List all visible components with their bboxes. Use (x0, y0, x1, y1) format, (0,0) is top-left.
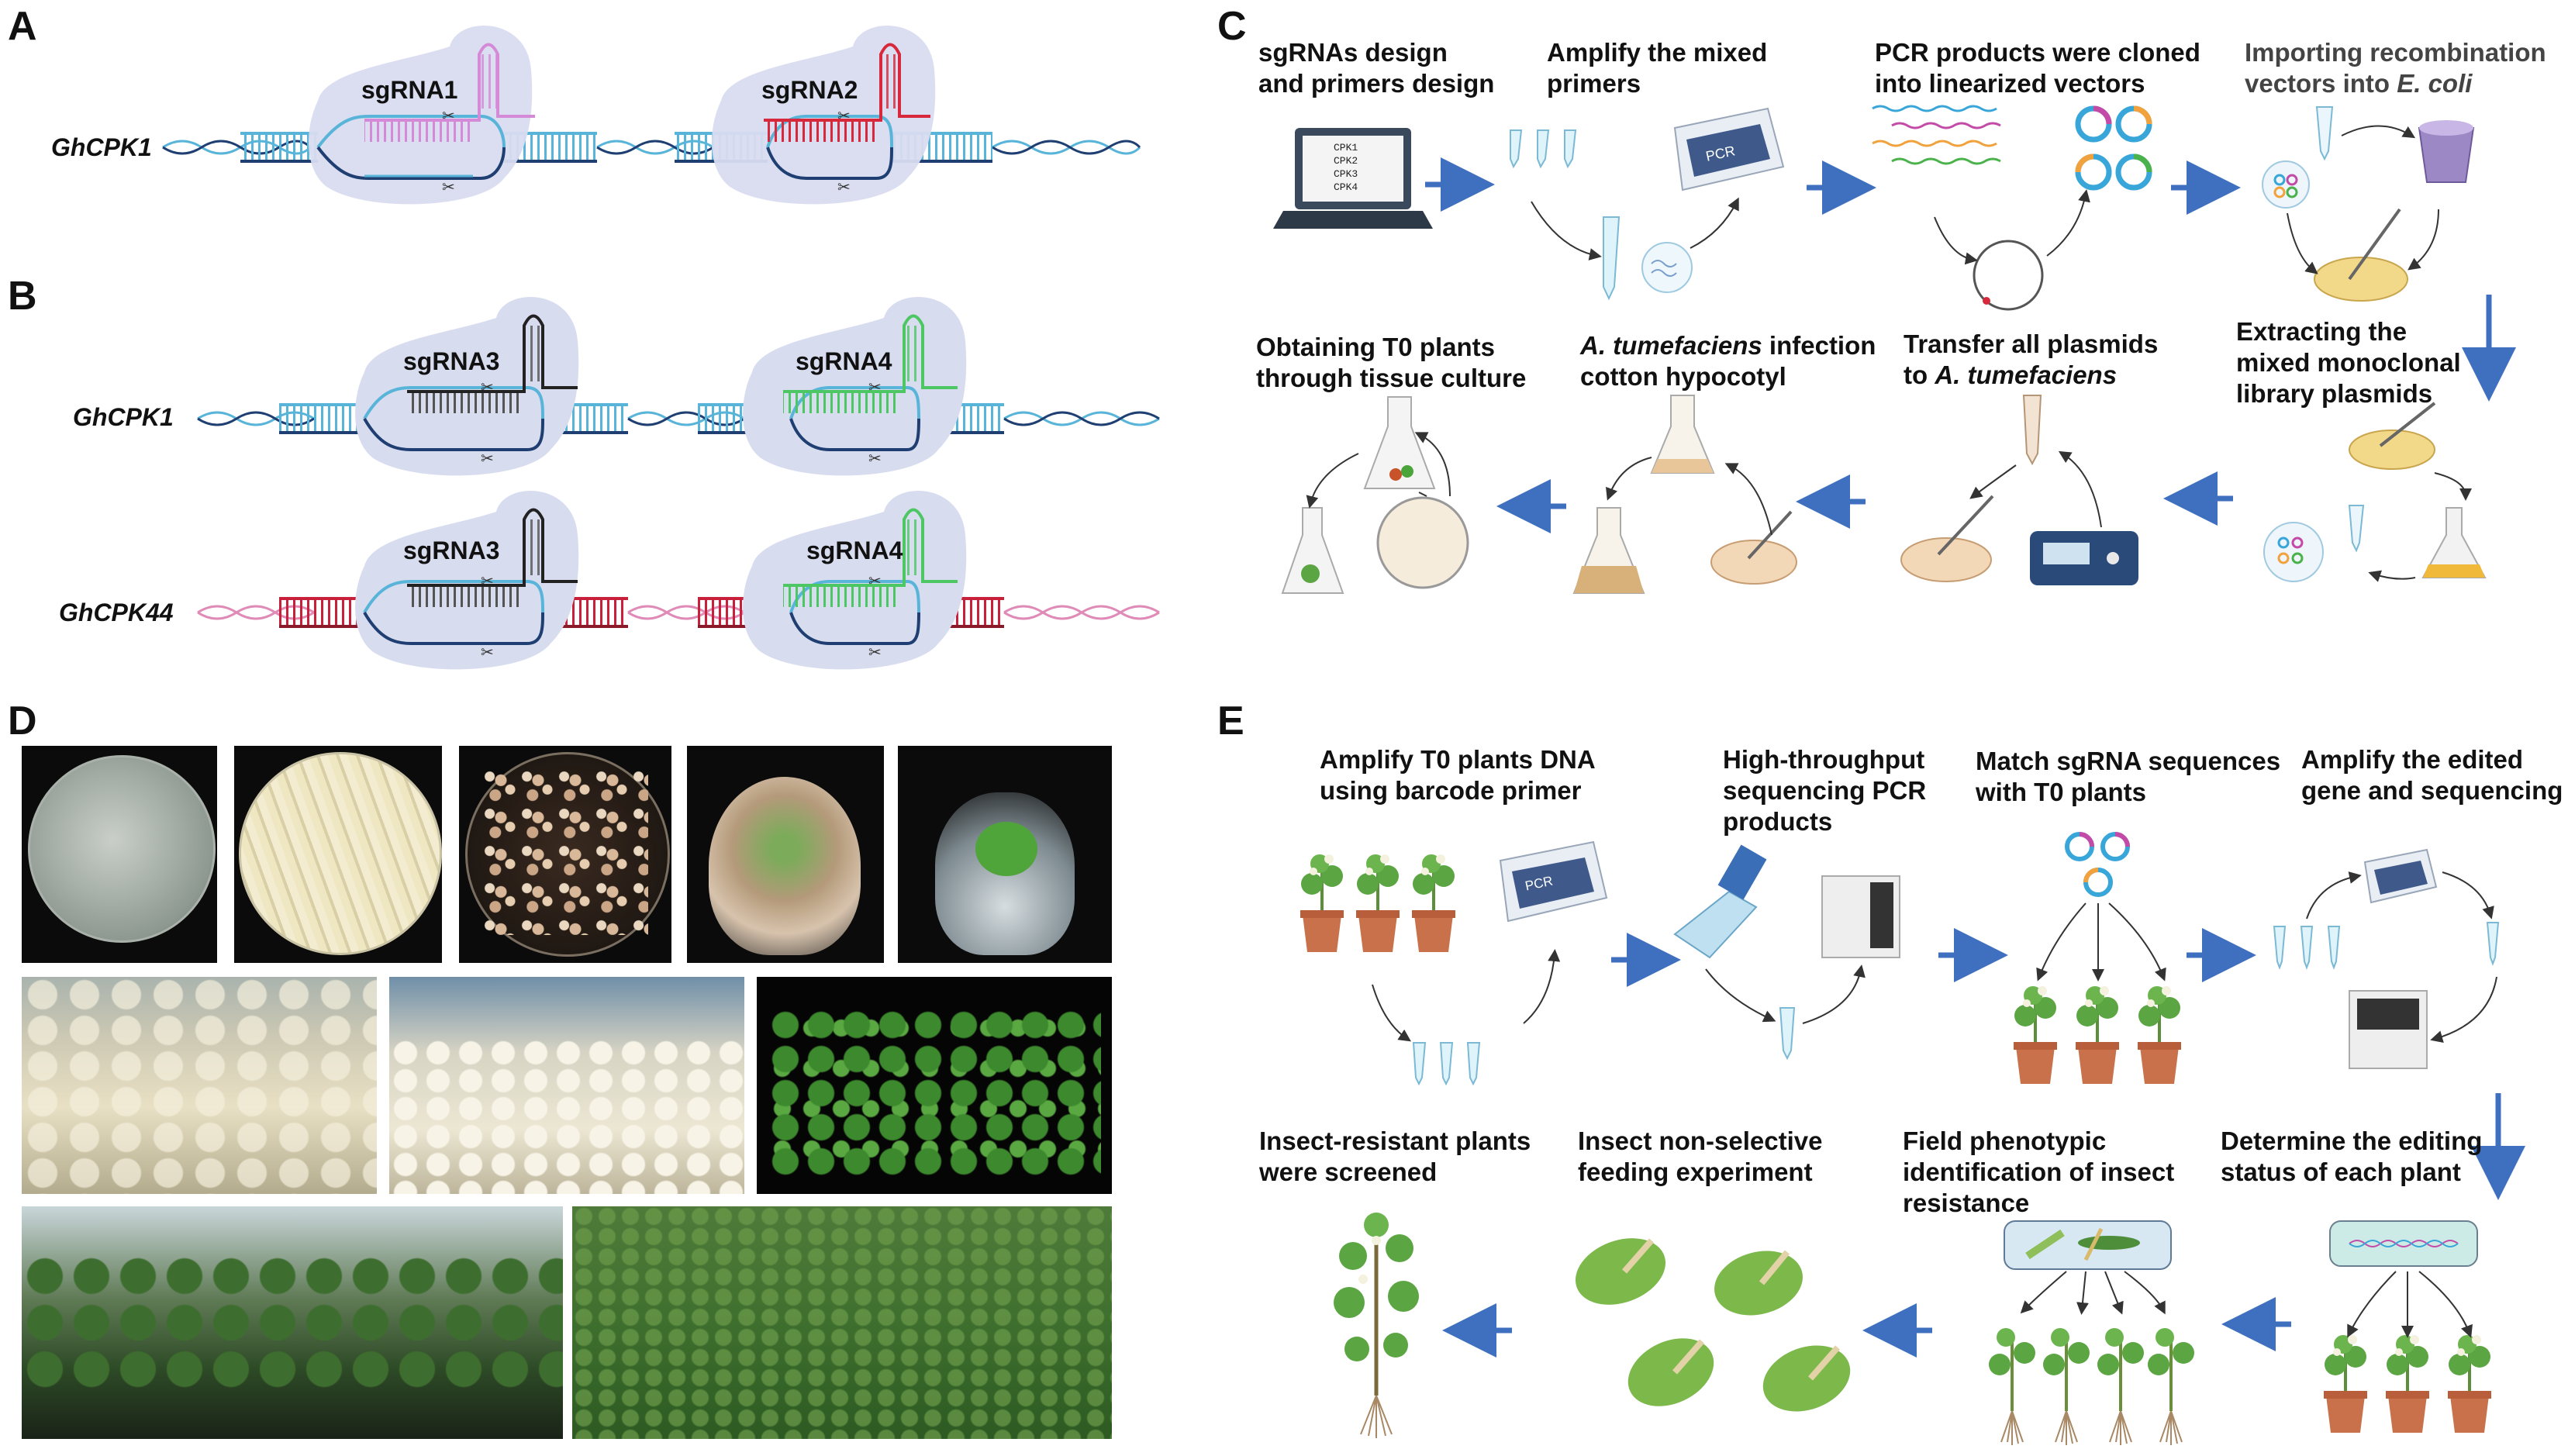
gene-label-cpk1-b: GhCPK1 (73, 403, 174, 431)
gene-label-cpk44-b: GhCPK44 (59, 599, 174, 626)
sgrna3-top-label: sgRNA3 (403, 347, 500, 375)
photo-culture-room-1 (22, 977, 377, 1194)
amplify-seq-icons (2273, 848, 2500, 1069)
step-e4-label: Amplify the edited gene and sequencing (2301, 745, 2563, 805)
sgrna4-top-label: sgRNA4 (796, 347, 892, 375)
step-c1-label: sgRNAs design and primers design (1258, 38, 1495, 98)
photo-potted-plantlets (757, 977, 1112, 1194)
svg-text:✂: ✂ (868, 379, 882, 396)
photo-colony-plate (22, 746, 217, 963)
photo-callus-plate (459, 746, 671, 963)
field-identification-icons (2004, 1220, 2172, 1270)
panel-letter-c: C (1217, 4, 1247, 49)
photo-cotton-field (572, 1206, 1112, 1439)
pcr-product-strands (1872, 105, 2044, 311)
step-c7-label: A. tumefaciens infection cotton hypocoty… (1580, 331, 1876, 391)
step-c3-label: PCR products were cloned into linearized… (1875, 38, 2200, 98)
svg-text:✂: ✂ (868, 573, 882, 590)
svg-text:✂: ✂ (837, 179, 851, 196)
extraction-icons (2263, 402, 2487, 582)
panel-letter-e: E (1217, 699, 1244, 744)
laptop-screen-text: CPK1 CPK2 CPK3 CPK4 (1334, 142, 1358, 193)
photo-shoot-flask (687, 746, 884, 963)
svg-text:✂: ✂ (442, 179, 455, 196)
pcr-machine-icon-e (1499, 840, 1608, 923)
tissue-culture-icons (1281, 396, 1469, 594)
svg-text:✂: ✂ (868, 644, 882, 661)
svg-text:✂: ✂ (481, 644, 494, 661)
sgrna4-bottom-label: sgRNA4 (806, 537, 903, 564)
infection-icons (1572, 395, 1797, 594)
step-c6-label: Transfer all plasmids to A. tumefaciens (1904, 329, 2159, 389)
dna-row-a: ✂ ✂ ✂ ✂ (162, 25, 1141, 205)
photo-hypocotyl-plate (234, 746, 442, 963)
step-e7-label: Insect non-selective feeding experiment (1578, 1127, 1823, 1186)
plasmid-icons-e (2065, 832, 2130, 897)
step-e3-label: Match sgRNA sequences with T0 plants (1976, 747, 2281, 806)
sgrna2-label: sgRNA2 (761, 76, 858, 104)
editing-status-icons (2329, 1220, 2478, 1267)
step-e2-label: High-throughput sequencing PCR products (1723, 745, 1927, 836)
sgrna3-bottom-label: sgRNA3 (403, 537, 500, 564)
svg-text:✂: ✂ (481, 450, 494, 468)
sequencing-icons (1673, 844, 1900, 1061)
step-c2-label: Amplify the mixed primers (1547, 38, 1768, 98)
dna-row-b-cpk44: ✂ ✂ ✂ ✂ (197, 490, 1160, 670)
step-e6-label: Field phenotypic identification of insec… (1903, 1127, 2175, 1217)
step-c4-label: Importing recombination vectors into E. … (2245, 38, 2546, 98)
step-c5-label: Extracting the mixed monoclonal library … (2236, 317, 2461, 408)
svg-text:✂: ✂ (837, 108, 851, 125)
step-c8-label: Obtaining T0 plants through tissue cultu… (1256, 333, 1527, 392)
pcr-machine-icon (1673, 107, 1785, 191)
tube-icons (1510, 129, 1693, 301)
step-e8-label: Insect-resistant plants were screened (1259, 1127, 1531, 1186)
dna-diagram-ab: ✂ ✂ ✂ ✂ (162, 25, 1160, 670)
resistant-plant-icon (1334, 1213, 1419, 1438)
leaf-feeding-icons (1575, 1238, 1851, 1412)
svg-text:✂: ✂ (868, 450, 882, 468)
panel-letter-a: A (8, 4, 37, 49)
svg-text:✂: ✂ (481, 379, 494, 396)
panel-letter-d: D (8, 699, 37, 744)
photo-greenhouse (22, 1206, 563, 1439)
step-e1-label: Amplify T0 plants DNA using barcode prim… (1320, 745, 1596, 805)
electroporation-icons (1900, 395, 2138, 585)
plasmid-icons (2075, 105, 2152, 191)
photo-culture-room-2 (389, 977, 744, 1194)
svg-text:✂: ✂ (442, 108, 455, 125)
svg-text:✂: ✂ (481, 573, 494, 590)
sgrna1-label: sgRNA1 (361, 76, 458, 104)
gene-label-cpk1-a: GhCPK1 (51, 133, 152, 161)
dna-row-b-cpk1: ✂ ✂ ✂ ✂ (197, 296, 1160, 476)
tube-icons-e1 (1412, 1042, 1481, 1086)
transformation-icons (2262, 106, 2475, 302)
laptop-icon (1273, 128, 1433, 229)
photo-rooted-plantlet (898, 746, 1112, 963)
panel-letter-b: B (8, 274, 37, 319)
workflow-c-graphics (1273, 105, 2516, 594)
step-e5-label: Determine the editing status of each pla… (2221, 1127, 2483, 1186)
